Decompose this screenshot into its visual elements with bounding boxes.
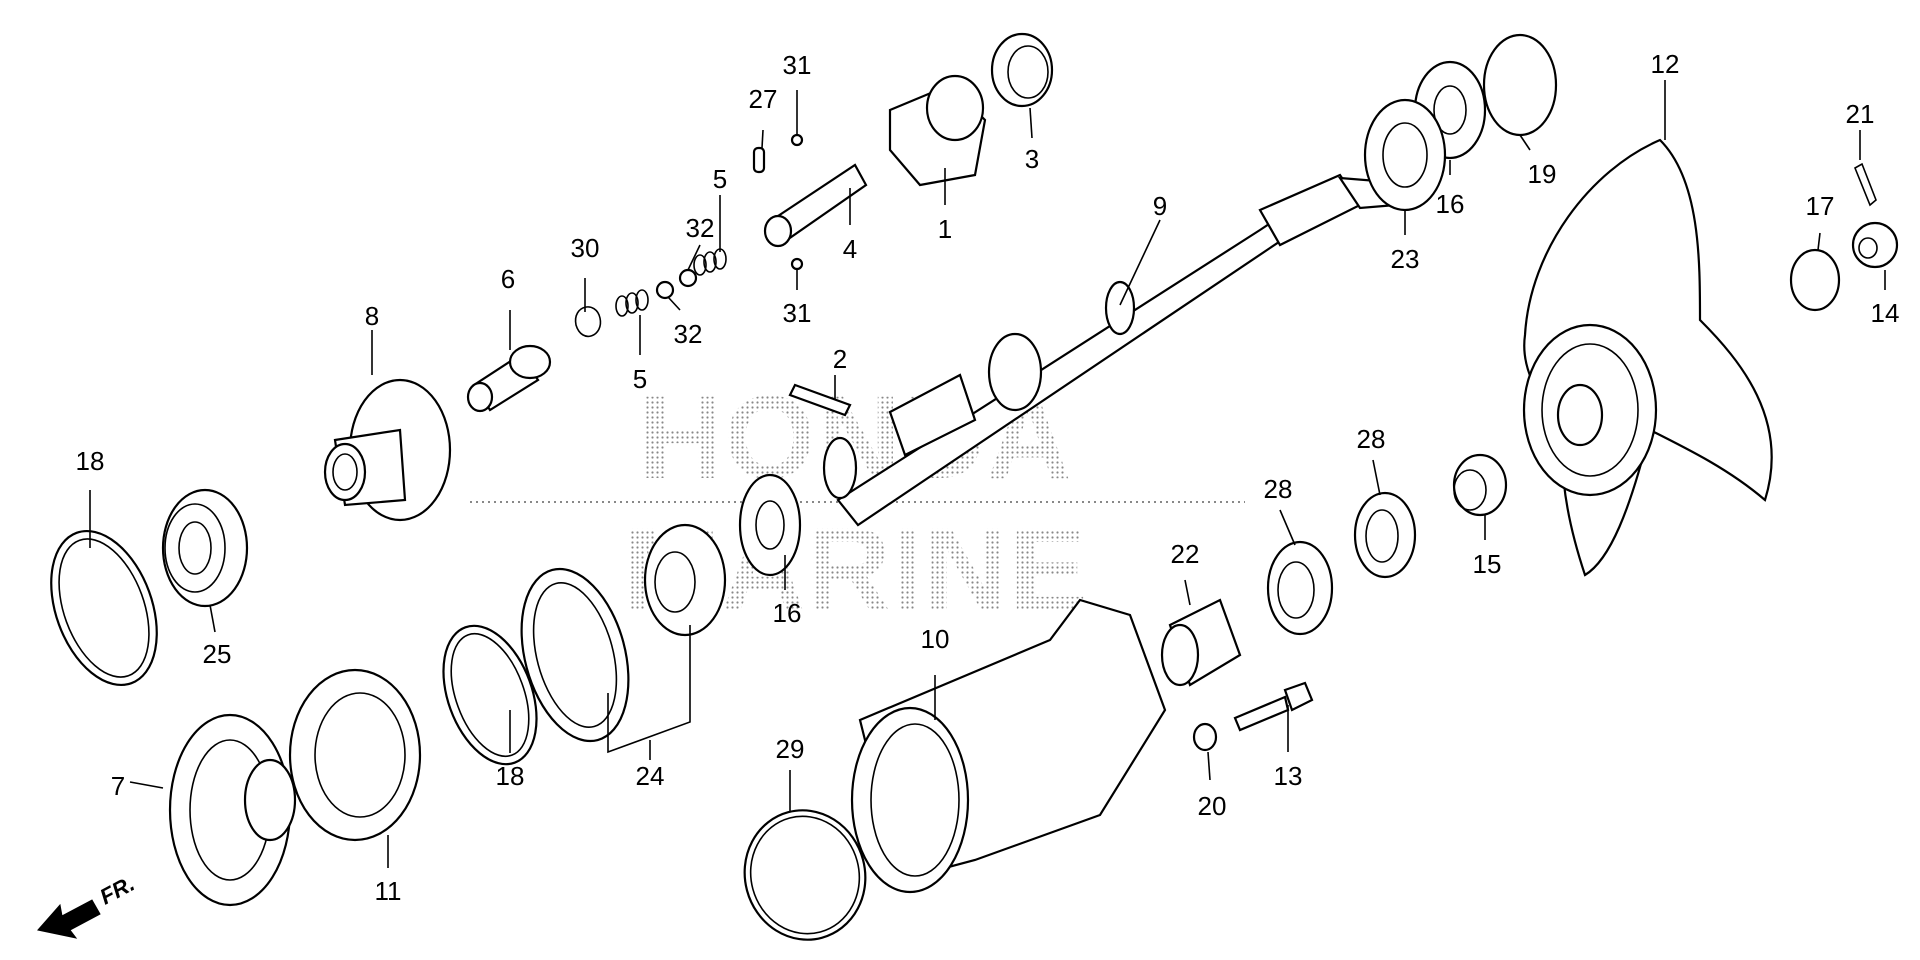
cotter-pin <box>1853 162 1877 207</box>
label-part-6: 6 <box>501 264 515 294</box>
label-part-15: 15 <box>1473 549 1502 579</box>
label-part-5-lower: 5 <box>633 364 647 394</box>
label-part-9: 9 <box>1153 191 1167 221</box>
ball-lower <box>790 257 804 271</box>
propeller <box>1522 138 1773 577</box>
gear-lower <box>168 713 297 907</box>
washer-far-right <box>1482 33 1558 137</box>
front-arrow-icon <box>37 899 101 939</box>
label-part-30: 30 <box>571 233 600 263</box>
prop-washer <box>1789 248 1841 312</box>
ball-bearing <box>161 488 249 608</box>
label-part-8: 8 <box>365 301 379 331</box>
thrust-washer-center <box>738 473 802 577</box>
part-labels: 1 2 3 4 5 5 6 7 8 9 10 11 12 13 14 15 16… <box>76 49 1900 906</box>
label-part-14: 14 <box>1871 298 1900 328</box>
label-part-4: 4 <box>843 234 857 264</box>
shift-plunger <box>466 344 552 413</box>
pin <box>752 146 766 174</box>
shim-ring-center <box>442 624 538 766</box>
label-part-23: 23 <box>1391 244 1420 274</box>
thrust-hub <box>1452 453 1508 517</box>
thrust-bearing <box>1363 98 1447 212</box>
label-part-3: 3 <box>1025 144 1039 174</box>
propeller-shaft <box>822 173 1398 527</box>
label-part-31-lower: 31 <box>783 298 812 328</box>
label-part-22: 22 <box>1171 539 1200 569</box>
label-part-28-left: 28 <box>1264 474 1293 504</box>
castle-nut <box>1851 221 1899 269</box>
shift-slider <box>763 163 868 248</box>
oil-seal-right <box>1353 491 1417 579</box>
label-part-32-upper: 32 <box>686 213 715 243</box>
label-part-25: 25 <box>203 639 232 669</box>
label-part-10: 10 <box>921 624 950 654</box>
o-ring <box>743 809 867 941</box>
label-part-27: 27 <box>749 84 778 114</box>
label-part-17: 17 <box>1806 191 1835 221</box>
clip <box>574 306 602 338</box>
propeller-housing <box>850 598 1167 894</box>
label-part-2: 2 <box>833 344 847 374</box>
label-part-7: 7 <box>111 771 125 801</box>
spring-lower <box>615 289 649 317</box>
label-part-29: 29 <box>776 734 805 764</box>
clutch-dog <box>888 74 987 187</box>
leader-lines <box>89 80 1886 868</box>
label-part-12: 12 <box>1651 49 1680 79</box>
label-part-11: 11 <box>375 876 402 906</box>
needle-bearing <box>1160 598 1242 687</box>
label-part-20: 20 <box>1198 791 1227 821</box>
flange-bolt <box>1233 681 1314 732</box>
front-direction-indicator: FR. <box>37 871 139 939</box>
label-part-21: 21 <box>1846 99 1875 129</box>
ring-bushing <box>990 32 1054 108</box>
label-part-31-upper: 31 <box>783 50 812 80</box>
label-part-19: 19 <box>1528 159 1557 189</box>
label-part-18-left: 18 <box>76 446 105 476</box>
gear-upper <box>323 378 452 522</box>
label-part-28-right: 28 <box>1357 424 1386 454</box>
ball-32-b <box>678 268 698 288</box>
oil-seal-left <box>1266 540 1334 636</box>
label-part-16-right: 16 <box>1436 189 1465 219</box>
ball-32-a <box>655 280 675 300</box>
bearing-holder <box>288 668 422 842</box>
label-part-16-center: 16 <box>773 598 802 628</box>
label-part-1: 1 <box>938 214 952 244</box>
label-part-32-lower: 32 <box>674 319 703 349</box>
label-part-13: 13 <box>1274 761 1303 791</box>
label-part-24: 24 <box>636 761 665 791</box>
label-part-18-center: 18 <box>496 761 525 791</box>
spring-upper <box>693 248 727 276</box>
small-washer <box>1192 722 1218 752</box>
front-direction-label: FR. <box>96 871 139 910</box>
label-part-5-upper: 5 <box>713 164 727 194</box>
taper-bearing <box>520 523 727 743</box>
ball-upper <box>790 133 804 147</box>
shaft-key <box>788 383 852 417</box>
